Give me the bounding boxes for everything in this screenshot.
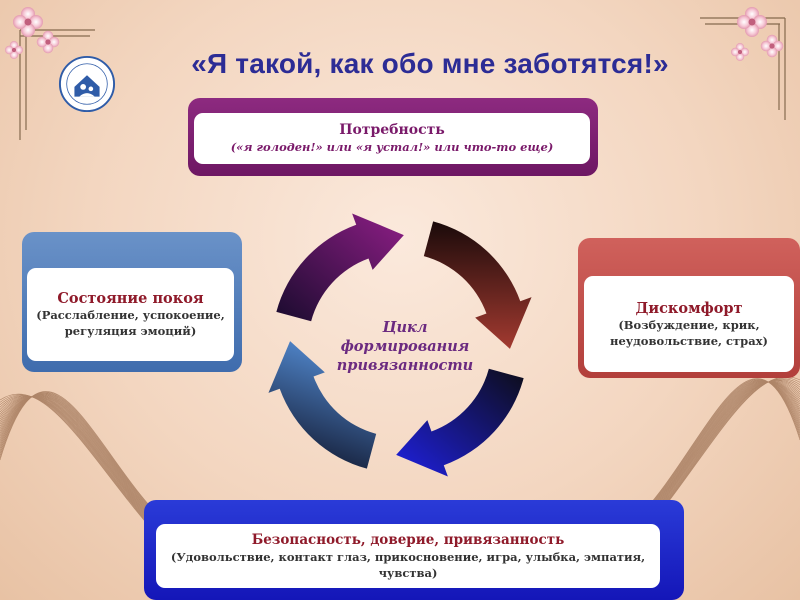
cycle-arrow-left-icon bbox=[268, 341, 377, 469]
cycle-arrow-bottom-icon bbox=[396, 368, 524, 477]
cycle-arrows bbox=[268, 213, 532, 477]
logo-emblem bbox=[58, 55, 116, 113]
calm-subtitle-line-1: (Расслабление, успокоение, bbox=[36, 308, 225, 322]
slide-title: «Я такой, как обо мне заботятся!» bbox=[191, 48, 669, 79]
cycle-label-line-3: привязанности bbox=[336, 357, 474, 374]
cycle-arrow-top-icon bbox=[276, 213, 404, 322]
flower-icon bbox=[731, 7, 784, 61]
safety-subtitle-line-2: чувства) bbox=[378, 565, 438, 580]
calm-subtitle-line-2: регуляция эмоций) bbox=[64, 324, 197, 338]
need-box: Потребность («я голоден!» или «я устал!»… bbox=[194, 113, 590, 164]
safety-box: Безопасность, доверие, привязанность (Уд… bbox=[156, 524, 660, 588]
safety-subtitle-line-1: (Удовольствие, контакт глаз, прикосновен… bbox=[170, 549, 646, 564]
calm-title: Состояние покоя bbox=[57, 290, 204, 307]
cycle-label-line-1: Цикл bbox=[382, 319, 428, 336]
discomfort-box: Дискомфорт (Возбуждение, крик, неудоволь… bbox=[584, 276, 794, 372]
need-title: Потребность bbox=[339, 122, 445, 138]
corner-frame-left bbox=[19, 29, 95, 140]
safety-title: Безопасность, доверие, привязанность bbox=[251, 531, 565, 548]
discomfort-title: Дискомфорт bbox=[635, 299, 743, 317]
cycle-center-label: Цикл формирования привязанности bbox=[320, 318, 490, 375]
discomfort-subtitle-line-1: (Возбуждение, крик, bbox=[618, 317, 760, 332]
corner-frame-right bbox=[700, 17, 786, 120]
need-subtitle: («я голоден!» или «я устал!» или что-то … bbox=[230, 140, 554, 154]
flower-icon bbox=[4, 7, 60, 59]
cycle-label-line-2: формирования bbox=[340, 338, 470, 355]
cycle-arrow-right-icon bbox=[423, 221, 532, 349]
calm-box: Состояние покоя (Расслабление, успокоени… bbox=[27, 268, 234, 361]
discomfort-subtitle-line-2: неудовольствие, страх) bbox=[610, 333, 768, 348]
